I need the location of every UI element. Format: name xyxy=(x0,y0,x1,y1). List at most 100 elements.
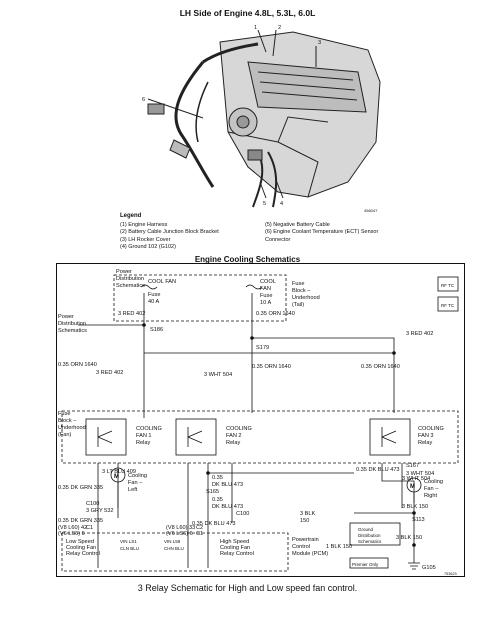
fuse2-a: COOL xyxy=(260,279,276,285)
pin-id-3: (V8 L60) 33 xyxy=(166,525,195,531)
engine-illustration: 1 2 3 4 5 6 456047 xyxy=(142,25,381,213)
callout-5: 5 xyxy=(263,201,266,207)
legend-item: (6) Engine Coolant Temperature (ECT) Sen… xyxy=(265,229,379,236)
wire-w4: 3 RED 402 xyxy=(96,370,123,376)
pcm-right-3: Relay Control xyxy=(220,551,254,557)
fig-tag-1: RF TC xyxy=(441,283,455,288)
splice-s179: S179 xyxy=(256,345,269,351)
wire-w11: 3 GRY 532 xyxy=(86,508,113,514)
wire-w22: 3 BLK 150 xyxy=(396,535,422,541)
wire-w3: 0.35 ORN 1640 xyxy=(252,364,291,370)
wire-w10: 0.35 DK GRN 335 xyxy=(58,485,103,491)
motor-right: M xyxy=(410,484,415,490)
splice-s186: S186 xyxy=(150,327,163,333)
fbu-4: (Tail) xyxy=(292,302,304,308)
callout-6: 6 xyxy=(142,97,145,103)
mini-tag-1: VIN LS1 xyxy=(120,539,137,544)
fig-tag-2: RF TC xyxy=(441,303,455,308)
cooling-schematic: Power Distribution Schematics COOL FAN F… xyxy=(56,263,465,577)
conn-c1-mid: C1 xyxy=(196,531,203,537)
wire-w13: 0.35 xyxy=(212,475,223,481)
splice-s165: S165 xyxy=(206,489,219,495)
conn-c100-left: C100 xyxy=(86,501,99,507)
pd-top-3: Schematics xyxy=(116,283,145,289)
fan-right-a: Cooling xyxy=(424,479,443,485)
legend-item: (4) Ground 102 (G102) xyxy=(120,244,176,251)
fan-right-b: Fan – xyxy=(424,486,439,492)
wire-w16: DK BLU 473 xyxy=(212,504,243,510)
pin-id-1: (V8 L60) 42 xyxy=(58,525,87,531)
pcm-left-3: Relay Control xyxy=(66,551,100,557)
figure2-code: 753623 xyxy=(444,572,457,576)
fan-left-c: Left xyxy=(128,487,138,493)
wire-w2: 0.35 ORN 1640 xyxy=(256,311,295,317)
relay3-c: Relay xyxy=(418,440,433,446)
pd-top-1: Power xyxy=(116,269,132,275)
pin-id-4: (V6 LS6) 6 xyxy=(166,531,193,537)
relay1-c: Relay xyxy=(136,440,151,446)
fan-right-c: Right xyxy=(424,493,438,499)
wire-w9: 3 LT BLU 409 xyxy=(102,469,136,475)
legend-item: (3) LH Rocker Cover xyxy=(120,236,171,243)
wire-w12: 0.35 DK GRN 335 xyxy=(58,518,103,524)
wire-w17: 0.35 DK BLU 473 xyxy=(192,521,236,527)
figure1-code: 456047 xyxy=(364,208,378,213)
premier-only: Premier Only xyxy=(352,562,379,567)
mini-tag-2: CLN BLU xyxy=(120,546,139,551)
figure2-title: Engine Cooling Schematics xyxy=(194,255,301,264)
relay1-b: FAN 1 xyxy=(136,433,152,439)
splice-s167: S167 xyxy=(406,463,419,469)
mini-tag-3: VIN L59 xyxy=(164,539,181,544)
legend-item: (1) Engine Harness xyxy=(120,222,168,228)
wire-w6: 0.35 ORN 1640 xyxy=(58,362,97,368)
callout-3: 3 xyxy=(318,40,321,46)
legend-item: (5) Negative Battery Cable xyxy=(265,222,330,228)
legend-item: Connector xyxy=(265,236,291,243)
relay2-c: Relay xyxy=(226,440,241,446)
wire-w1: 3 RED 402 xyxy=(118,311,145,317)
relay1-a: COOLING xyxy=(136,426,162,432)
fbu-left-1: Fuse xyxy=(58,411,70,417)
motor-left: M xyxy=(114,474,119,480)
pcm-right-2: Cooling Fan xyxy=(220,545,250,551)
conn-c1-left: C1 xyxy=(86,525,93,531)
pd-left-1: Power xyxy=(58,314,74,320)
figure1-title: LH Side of Engine 4.8L, 5.3L, 6.0L xyxy=(179,8,316,18)
wire-w8: 3 RED 402 xyxy=(406,331,433,337)
ground-g105: G105 xyxy=(422,565,436,571)
fuse1-a: COOL FAN xyxy=(148,279,176,285)
fuse1-c: 40 A xyxy=(148,299,159,305)
wire-w5: 3 WHT 504 xyxy=(204,372,232,378)
gd-3: Schematics xyxy=(358,539,382,544)
callout-1: 1 xyxy=(254,25,257,31)
pcm-3: Module (PCM) xyxy=(292,551,328,557)
figure-caption: 3 Relay Schematic for High and Low speed… xyxy=(137,583,358,593)
fuse1-b: Fuse xyxy=(148,292,160,298)
legend-left: (1) Engine Harness (2) Battery Cable Jun… xyxy=(120,222,260,252)
conn-c100-mid: C100 xyxy=(236,511,249,517)
wire-w23: 1 BLK 150 xyxy=(326,544,352,550)
pcm-2: Control xyxy=(292,544,310,550)
wire-w20: 3 WHT 504 xyxy=(402,476,430,482)
legend-right: (5) Negative Battery Cable (6) Engine Co… xyxy=(265,222,405,244)
pin-id-2: (V6 LS6) 6 xyxy=(58,531,85,537)
fuse2-b: FAN xyxy=(260,286,271,292)
wire-w26: 150 xyxy=(300,518,309,524)
fbu-1: Fuse xyxy=(292,281,304,287)
callout-2: 2 xyxy=(278,25,281,31)
pcm-left-1: Low Speed xyxy=(66,539,94,545)
pd-left-2: Distribution xyxy=(58,321,86,327)
wire-w15: 0.35 xyxy=(212,497,223,503)
gd-1: Ground xyxy=(358,527,374,532)
fbu-left-2: Block – xyxy=(58,418,77,424)
conn-c2: C2 xyxy=(196,525,203,531)
wire-w7: 0.35 ORN 1640 xyxy=(361,364,400,370)
legend-title: Legend xyxy=(120,213,142,219)
pcm-left-2: Cooling Fan xyxy=(66,545,96,551)
splice-s113: S113 xyxy=(412,517,425,523)
gd-2: Distribution xyxy=(358,533,381,538)
wire-w14: DK BLU 473 xyxy=(212,482,243,488)
fbu-left-4: (Fan) xyxy=(58,432,72,438)
relay2-b: FAN 2 xyxy=(226,433,242,439)
pcm-1: Powertrain xyxy=(292,537,319,543)
